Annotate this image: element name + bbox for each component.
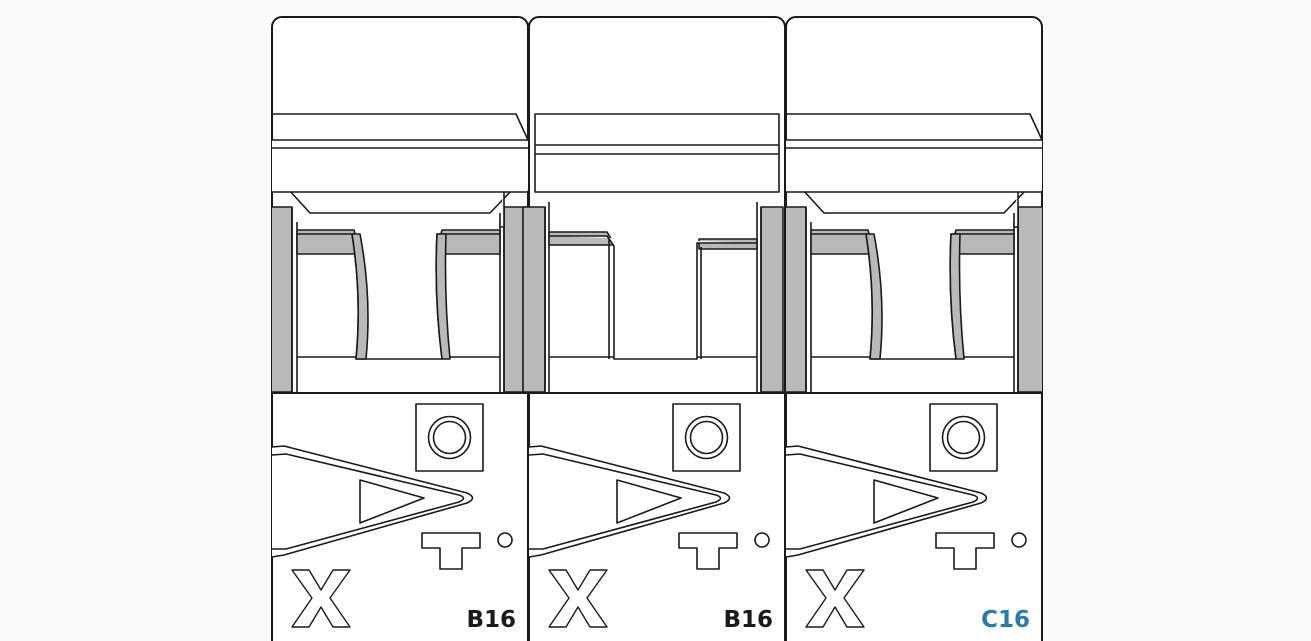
rating-label: B16 <box>723 607 773 633</box>
breaker-1: B16 <box>258 16 542 641</box>
breaker-lever <box>772 114 1056 393</box>
breaker-2: B16 <box>522 16 786 641</box>
breaker-lever <box>258 114 542 393</box>
breaker-3: C16 <box>772 16 1056 641</box>
rating-label: C16 <box>981 607 1030 633</box>
rating-label: B16 <box>466 607 516 633</box>
breaker-lever <box>522 113 784 394</box>
